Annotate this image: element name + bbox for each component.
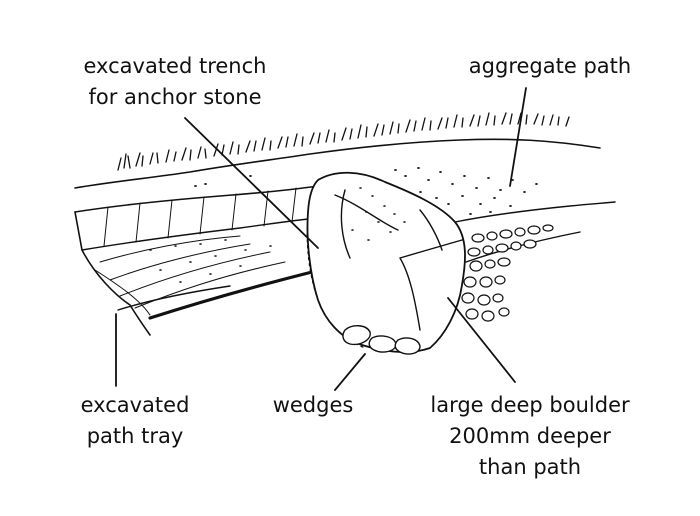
label-excavated-trench: excavated trench for anchor stone <box>60 51 290 113</box>
label-large-deep-boulder-line-2: 200mm deeper <box>405 421 655 452</box>
label-excavated-trench-line-2: for anchor stone <box>60 82 290 113</box>
leader-aggregate <box>510 88 526 186</box>
large-boulder <box>307 173 465 352</box>
label-excavated-path-tray-line-2: path tray <box>60 421 210 452</box>
label-aggregate-path-line-1: aggregate path <box>450 51 650 82</box>
label-aggregate-path: aggregate path <box>450 51 650 82</box>
aggregate-path-edge <box>455 202 615 222</box>
path-tray-top <box>75 186 318 212</box>
leader-trench <box>185 118 318 248</box>
label-large-deep-boulder-line-3: than path <box>405 452 655 483</box>
label-large-deep-boulder: large deep boulder 200mm deeper than pat… <box>405 390 655 483</box>
label-excavated-path-tray: excavated path tray <box>60 390 210 452</box>
label-large-deep-boulder-line-1: large deep boulder <box>405 390 655 421</box>
label-wedges-line-1: wedges <box>258 390 368 421</box>
path-tray-edge <box>75 212 150 335</box>
label-excavated-path-tray-line-1: excavated <box>60 390 210 421</box>
leader-wedges <box>335 354 365 390</box>
label-excavated-trench-line-1: excavated trench <box>60 51 290 82</box>
aggregate-stones <box>462 225 553 321</box>
grass-tufts <box>118 113 569 170</box>
tray-hatching <box>95 188 296 315</box>
label-wedges: wedges <box>258 390 368 421</box>
